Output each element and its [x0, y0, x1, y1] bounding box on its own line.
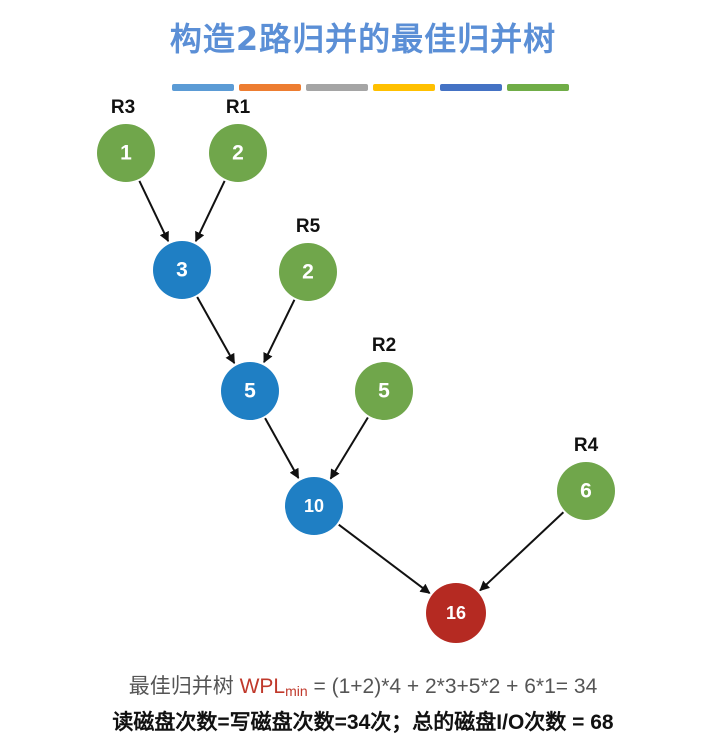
- tree-node-leaf: 1 R3: [97, 97, 155, 182]
- tree-node-internal: 5: [221, 362, 279, 420]
- tree-node-leaf: 2 R5: [279, 216, 337, 301]
- node-value: 5: [378, 380, 390, 403]
- node-value: 5: [244, 380, 256, 403]
- tree-node-leaf: 5 R2: [355, 335, 413, 420]
- node-circle: [426, 583, 486, 643]
- wpl-subscript: min: [285, 683, 308, 699]
- run-label: R3: [111, 97, 135, 118]
- tree-node-root: 16: [426, 583, 486, 643]
- tree-node-internal: 3: [153, 241, 211, 299]
- color-bar-segment: [440, 84, 502, 91]
- wpl-label: WPL: [239, 675, 286, 698]
- tree-edge-arrow: [138, 180, 170, 243]
- tree-edges: [138, 180, 565, 594]
- tree-edge-arrow: [194, 180, 226, 243]
- wpl-formula: 最佳归并树 WPLmin = (1+2)*4 + 2*3+5*2 + 6*1= …: [0, 670, 726, 700]
- node-circle: [557, 462, 615, 520]
- formula-prefix: 最佳归并树: [128, 675, 240, 698]
- tree-edge-arrow: [479, 511, 565, 592]
- tree-edge-arrow: [329, 416, 369, 480]
- color-bar-segment: [239, 84, 301, 91]
- tree-edge-arrow: [263, 299, 296, 364]
- node-circle: [97, 124, 155, 182]
- node-circle: [279, 243, 337, 301]
- node-value: 16: [446, 603, 466, 623]
- node-value: 2: [302, 261, 314, 284]
- node-circle: [221, 362, 279, 420]
- color-bar-segment: [172, 84, 234, 91]
- node-circle: [355, 362, 413, 420]
- run-label: R1: [226, 97, 251, 118]
- diagram-title: 构造2路归并的最佳归并树: [169, 20, 557, 58]
- color-bar-segment: [306, 84, 368, 91]
- node-circle: [153, 241, 211, 299]
- color-bar-segment: [507, 84, 569, 91]
- node-value: 3: [176, 259, 188, 282]
- formula-expression: = (1+2)*4 + 2*3+5*2 + 6*1= 34: [307, 675, 598, 698]
- color-bar-segment: [373, 84, 435, 91]
- run-label: R2: [372, 335, 396, 356]
- tree-edge-arrow: [196, 296, 236, 364]
- tree-edge-arrow: [338, 523, 431, 594]
- tree-node-leaf: 2 R1: [209, 97, 267, 182]
- disk-io-summary: 读磁盘次数=写磁盘次数=34次；总的磁盘I/O次数 = 68: [112, 711, 614, 734]
- node-circle: [209, 124, 267, 182]
- node-value: 10: [304, 496, 324, 516]
- run-label: R5: [296, 216, 321, 237]
- tree-node-internal: 10: [285, 477, 343, 535]
- node-value: 2: [232, 142, 244, 165]
- node-value: 1: [120, 142, 132, 165]
- tree-node-leaf: 6 R4: [557, 435, 615, 520]
- node-value: 6: [580, 480, 592, 503]
- tree-edge-arrow: [264, 417, 300, 479]
- run-label: R4: [574, 435, 599, 456]
- node-circle: [285, 477, 343, 535]
